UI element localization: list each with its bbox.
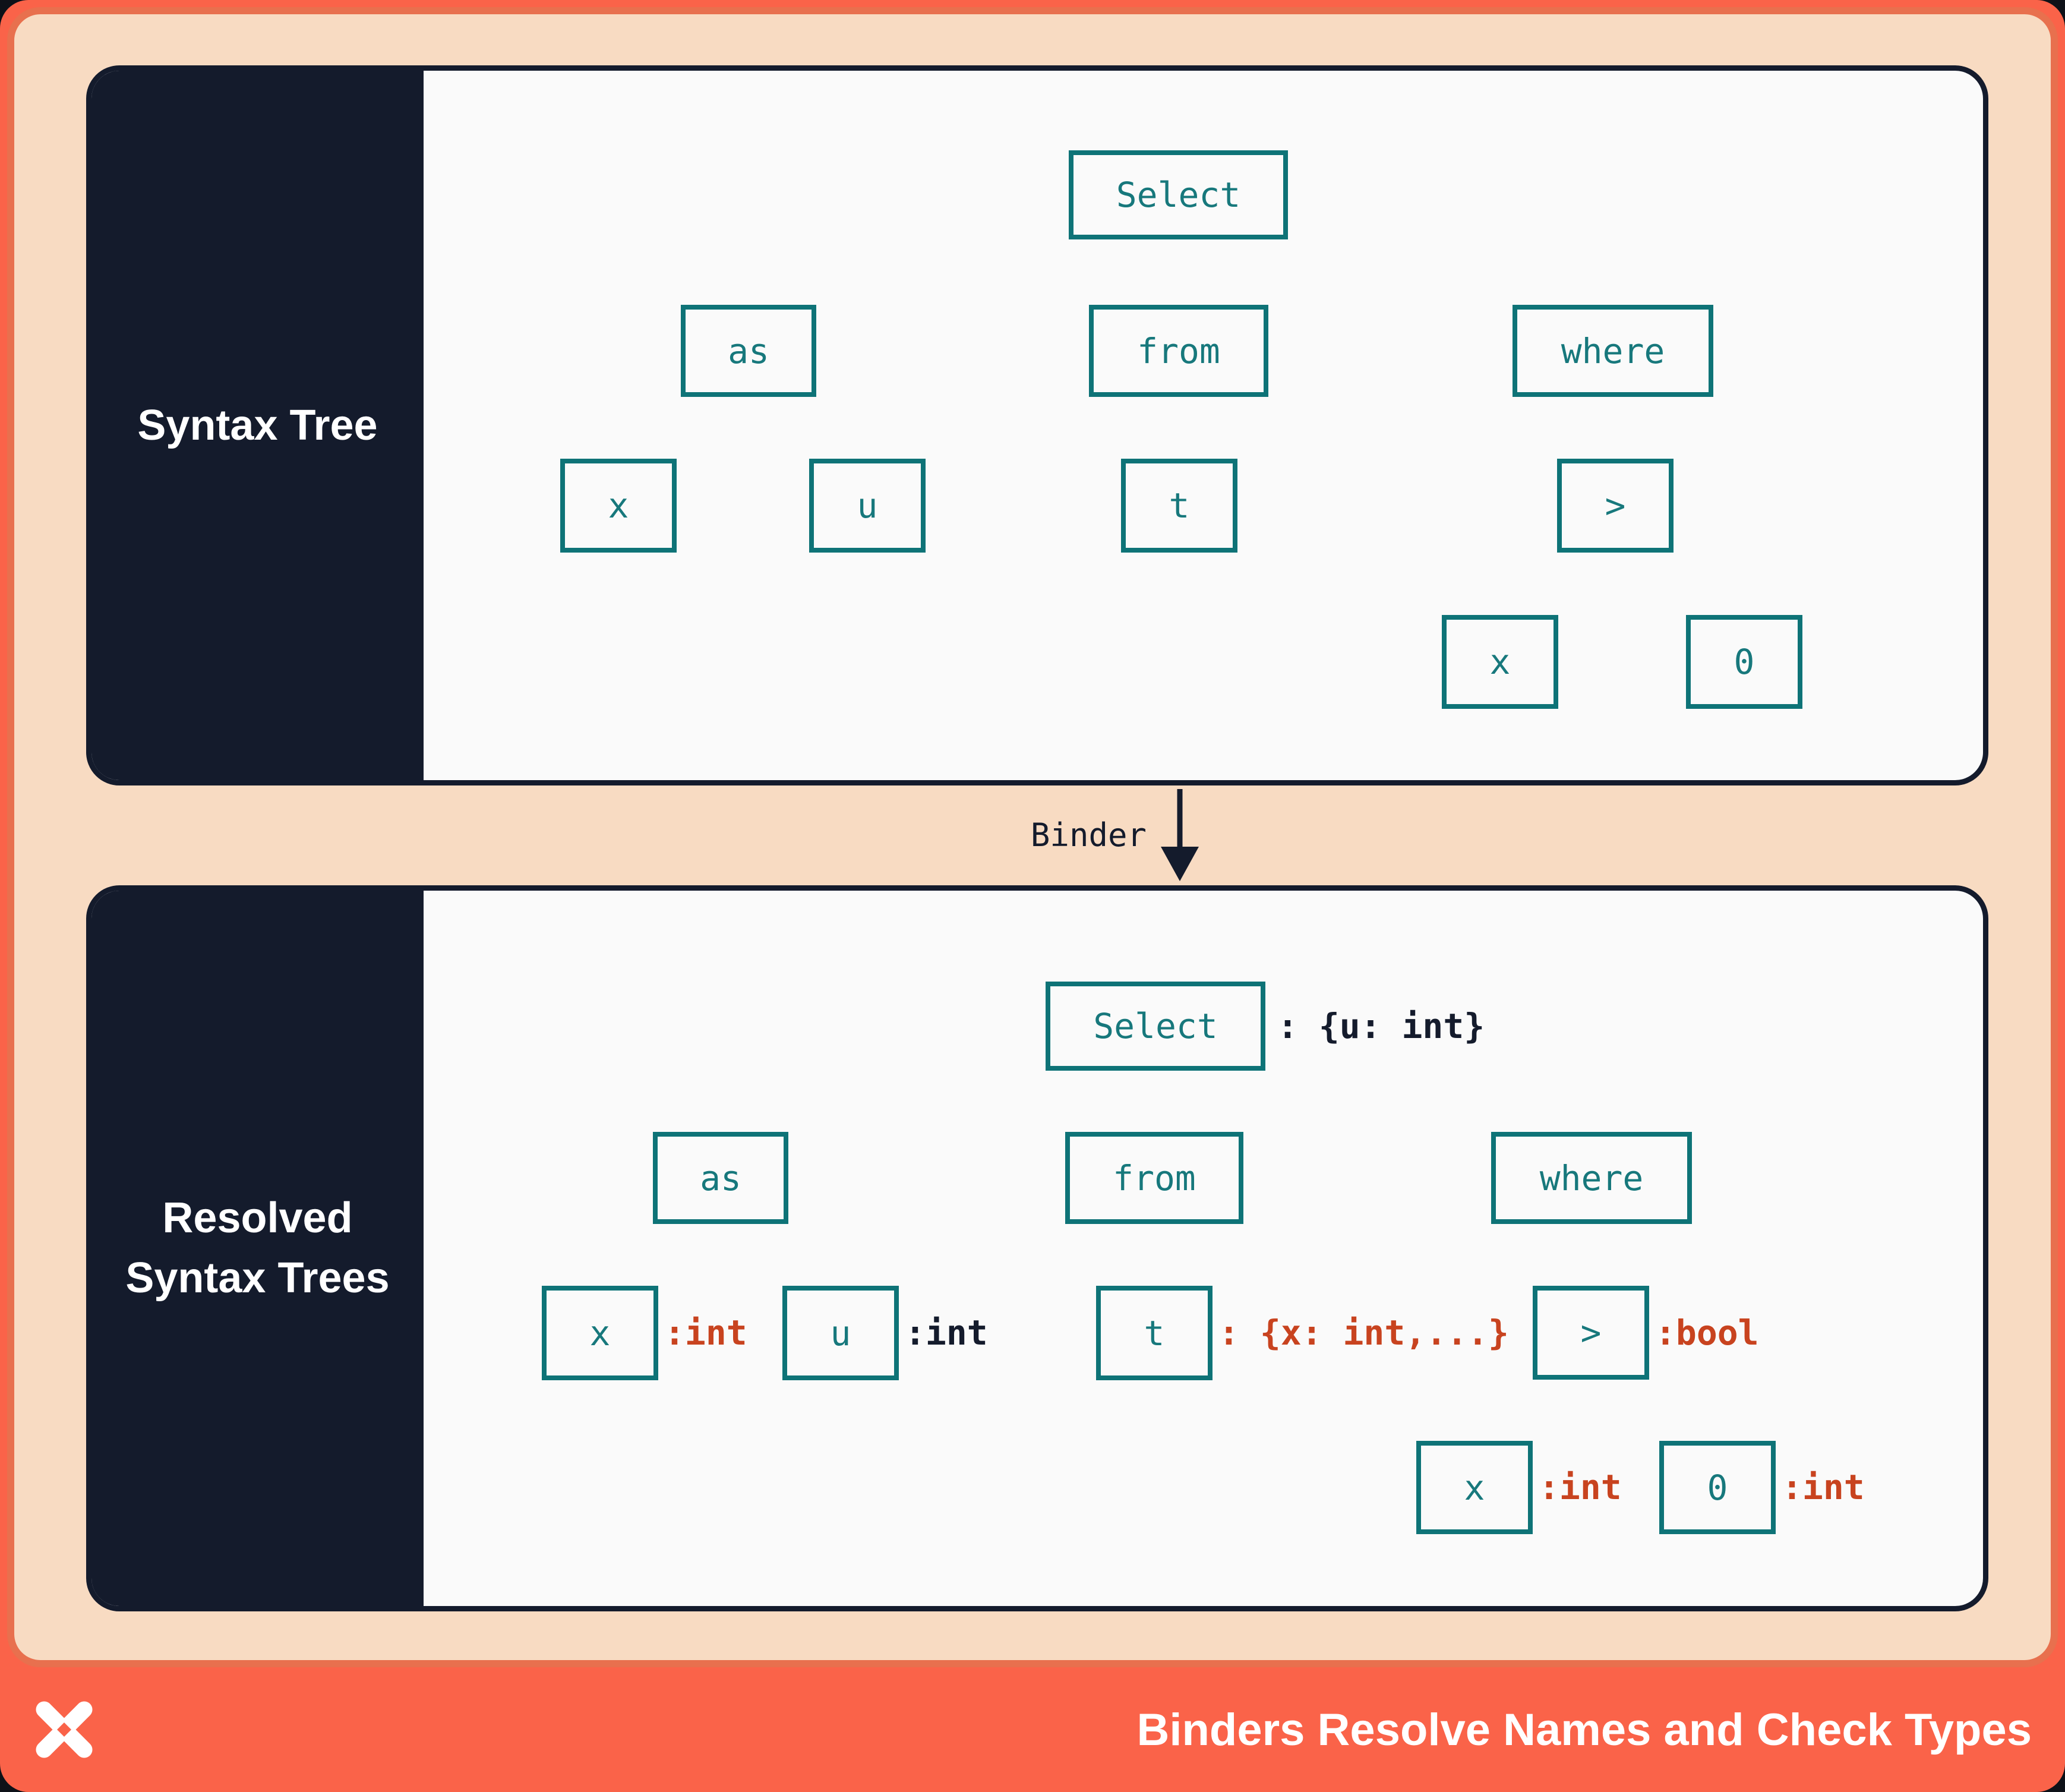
resolved-node-as: as xyxy=(653,1132,788,1224)
node-label: > xyxy=(1580,1313,1602,1353)
x-logo-icon xyxy=(36,1701,93,1758)
node-label: where xyxy=(1539,1157,1644,1198)
node-label: as xyxy=(728,330,769,371)
syntax-tree-panel: Syntax Tree xyxy=(86,65,1988,785)
syntax-tree-sidebar: Syntax Tree xyxy=(91,71,424,780)
tree-node-from: from xyxy=(1089,305,1268,397)
resolved-node-x: x xyxy=(542,1286,658,1380)
type-text: :int xyxy=(1782,1467,1865,1507)
type-text: :int xyxy=(905,1313,988,1353)
resolved-node-t: t xyxy=(1096,1286,1213,1380)
tree-node-as: as xyxy=(681,305,816,397)
type-annotation-x: :int xyxy=(664,1306,747,1359)
node-label: 0 xyxy=(1707,1467,1728,1508)
tree-node-u: u xyxy=(809,459,926,553)
syntax-tree-label: Syntax Tree xyxy=(137,401,378,449)
type-annotation-select: : {u: int} xyxy=(1277,999,1485,1053)
type-annotation-t: : {x: int,...} xyxy=(1218,1306,1509,1359)
node-label: as xyxy=(700,1157,741,1198)
footer-title: Binders Resolve Names and Check Types xyxy=(1136,1700,2032,1759)
resolved-node-zero: 0 xyxy=(1659,1441,1776,1534)
node-label: from xyxy=(1137,330,1220,371)
resolved-node-from: from xyxy=(1065,1132,1243,1224)
node-label: Select xyxy=(1093,1006,1218,1046)
node-label: x xyxy=(608,485,629,526)
type-text: : {x: int,...} xyxy=(1218,1313,1509,1353)
resolved-node-x2: x xyxy=(1416,1441,1533,1534)
type-text: : {u: int} xyxy=(1277,1006,1485,1046)
node-label: x xyxy=(1489,642,1511,682)
tree-node-t: t xyxy=(1121,459,1237,553)
tree-node-zero: 0 xyxy=(1686,615,1802,709)
resolved-label-line2: Syntax Trees xyxy=(125,1254,390,1302)
node-label: x xyxy=(589,1313,611,1354)
binder-label-text: Binder xyxy=(1030,816,1147,854)
tree-node-x2: x xyxy=(1442,615,1558,709)
type-annotation-zero: :int xyxy=(1782,1460,1865,1514)
node-label: t xyxy=(1144,1313,1165,1354)
node-label: t xyxy=(1169,485,1190,526)
resolved-node-greater-than: > xyxy=(1533,1286,1649,1380)
type-text: :bool xyxy=(1655,1313,1759,1353)
node-label: > xyxy=(1605,485,1626,526)
node-label: from xyxy=(1113,1157,1196,1198)
type-annotation-u: :int xyxy=(905,1306,988,1359)
type-annotation-greater-than: :bool xyxy=(1655,1306,1759,1359)
binder-label: Binder xyxy=(891,808,1147,862)
node-label: x xyxy=(1464,1467,1485,1508)
resolved-syntax-trees-sidebar: Resolved Syntax Trees xyxy=(91,891,424,1606)
footer-title-text: Binders Resolve Names and Check Types xyxy=(1136,1704,2032,1755)
resolved-node-u: u xyxy=(782,1286,899,1380)
type-text: :int xyxy=(664,1313,747,1353)
tree-node-greater-than: > xyxy=(1557,459,1674,553)
node-label: 0 xyxy=(1734,642,1755,682)
resolved-node-where: where xyxy=(1491,1132,1692,1224)
node-label: u xyxy=(857,485,878,526)
node-label: where xyxy=(1561,330,1665,371)
resolved-label-line1: Resolved xyxy=(162,1194,353,1242)
type-text: :int xyxy=(1539,1467,1622,1507)
tree-node-where: where xyxy=(1513,305,1713,397)
tree-node-x: x xyxy=(560,459,677,553)
node-label: u xyxy=(830,1313,851,1354)
node-label: Select xyxy=(1116,175,1241,215)
tree-node-select: Select xyxy=(1069,150,1288,239)
resolved-node-select: Select xyxy=(1046,982,1265,1071)
type-annotation-x2: :int xyxy=(1539,1460,1622,1514)
